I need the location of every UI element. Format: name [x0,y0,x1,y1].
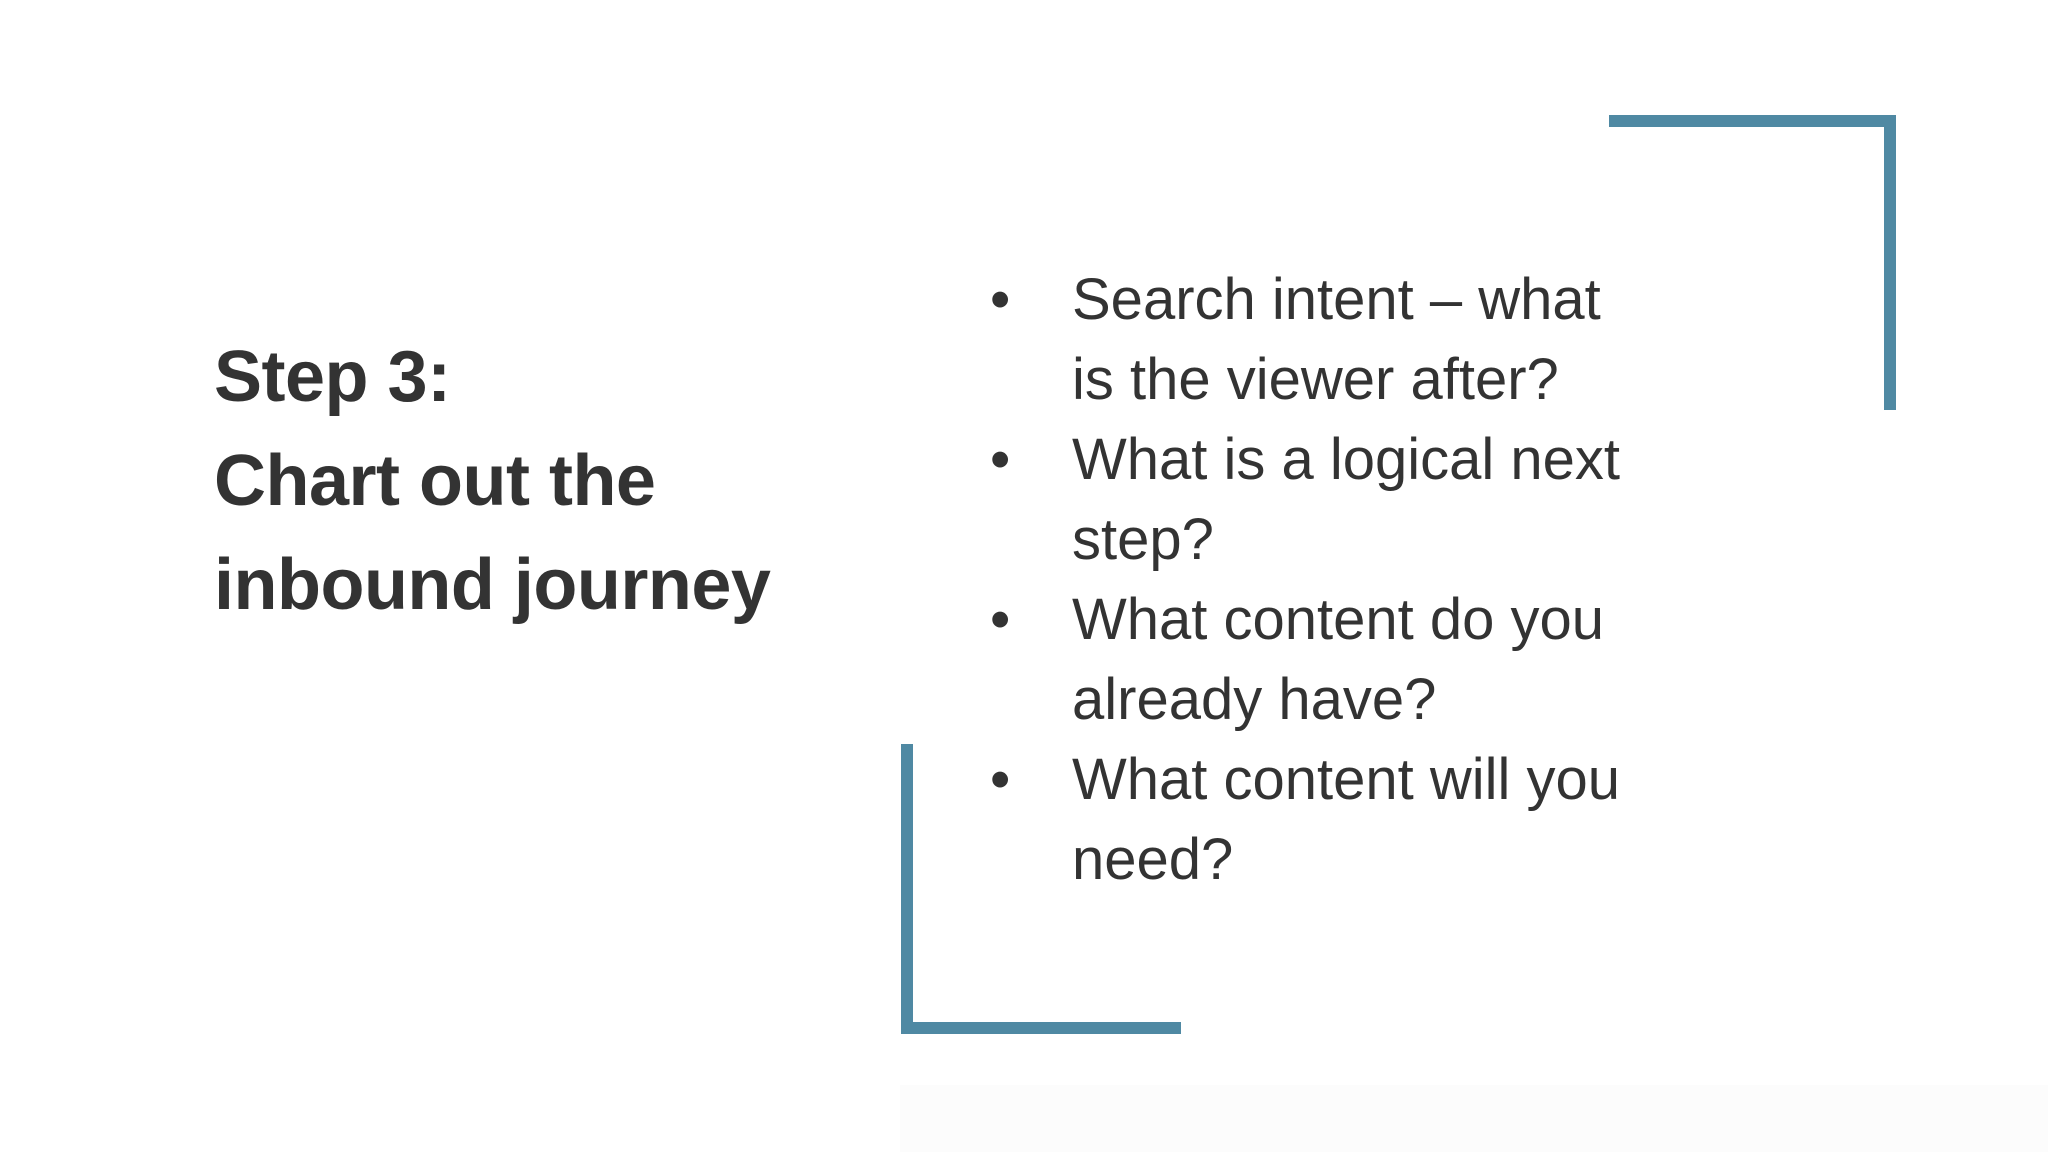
list-item: • What content will you need? [990,740,1630,900]
bullet-point-icon: • [990,427,1011,492]
top-right-bracket-vertical-segment [1884,115,1896,410]
bottom-left-bracket-vertical-segment [901,744,913,1034]
list-item-text: What is a logical next step? [1072,427,1621,572]
bullet-list: • Search intent – what is the viewer aft… [990,260,1630,900]
slide-title: Step 3: Chart out the inbound journey [214,337,771,626]
list-item: • Search intent – what is the viewer aft… [990,260,1630,420]
top-right-bracket-horizontal-segment [1609,115,1896,127]
list-item-text: What content do you already have? [1072,587,1604,732]
list-item-text: Search intent – what is the viewer after… [1072,267,1601,412]
bottom-left-bracket-horizontal-segment [901,1022,1181,1034]
bullet-point-icon: • [990,587,1011,652]
list-item: • What content do you already have? [990,580,1630,740]
list-item: • What is a logical next step? [990,420,1630,580]
background-panel [900,1085,2048,1152]
bullet-point-icon: • [990,267,1011,332]
bullet-point-icon: • [990,747,1011,812]
list-item-text: What content will you need? [1072,747,1621,892]
